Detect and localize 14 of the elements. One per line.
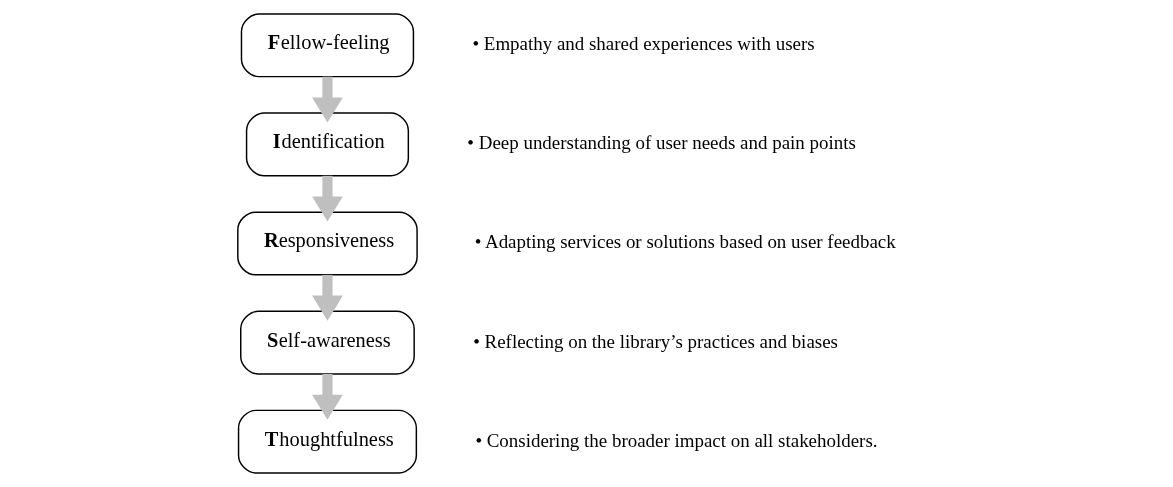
arrow (312, 373, 343, 420)
arrow (312, 76, 343, 123)
node-box: Identification (245, 112, 410, 177)
node-box: Thoughtfulness (237, 409, 418, 474)
node-label: • Considering the broader impact on all stakeholders. (475, 429, 878, 451)
arrow (312, 175, 343, 222)
arrow (312, 274, 343, 321)
node-box: Fellow-feeling (240, 13, 415, 78)
node-label: • Empathy and shared experiences with users (472, 33, 815, 55)
node-label: • Deep understanding of user needs and pain points (467, 132, 856, 154)
node-label: • Reflecting on the library’s practices and biases (473, 330, 838, 352)
node-box: Responsiveness (237, 211, 418, 276)
node-label: • Adapting services or solutions based on user feedback (474, 231, 896, 253)
node-box: Self-awareness (240, 310, 415, 375)
